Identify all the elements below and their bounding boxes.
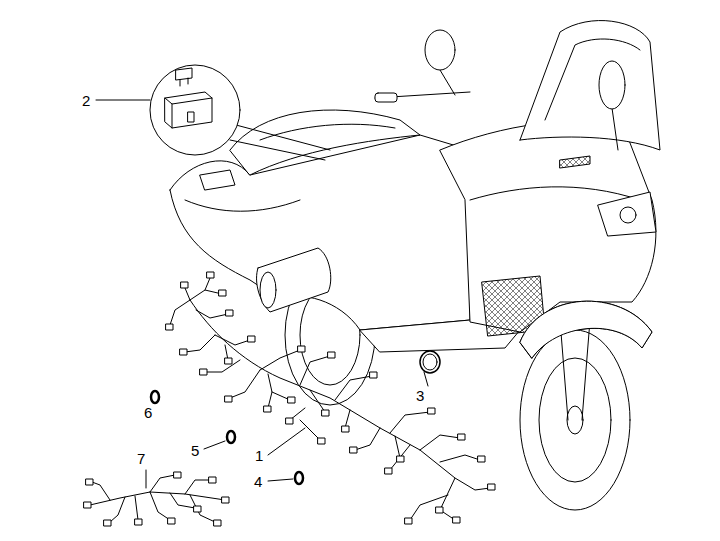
- callout-number: 3: [414, 387, 426, 404]
- callout-number: 5: [189, 442, 201, 459]
- callout-number: 1: [253, 447, 265, 464]
- callout-number: 4: [252, 473, 264, 490]
- callout-number: 6: [142, 404, 154, 421]
- callout-number: 7: [135, 450, 147, 467]
- callout-number: 2: [80, 92, 92, 109]
